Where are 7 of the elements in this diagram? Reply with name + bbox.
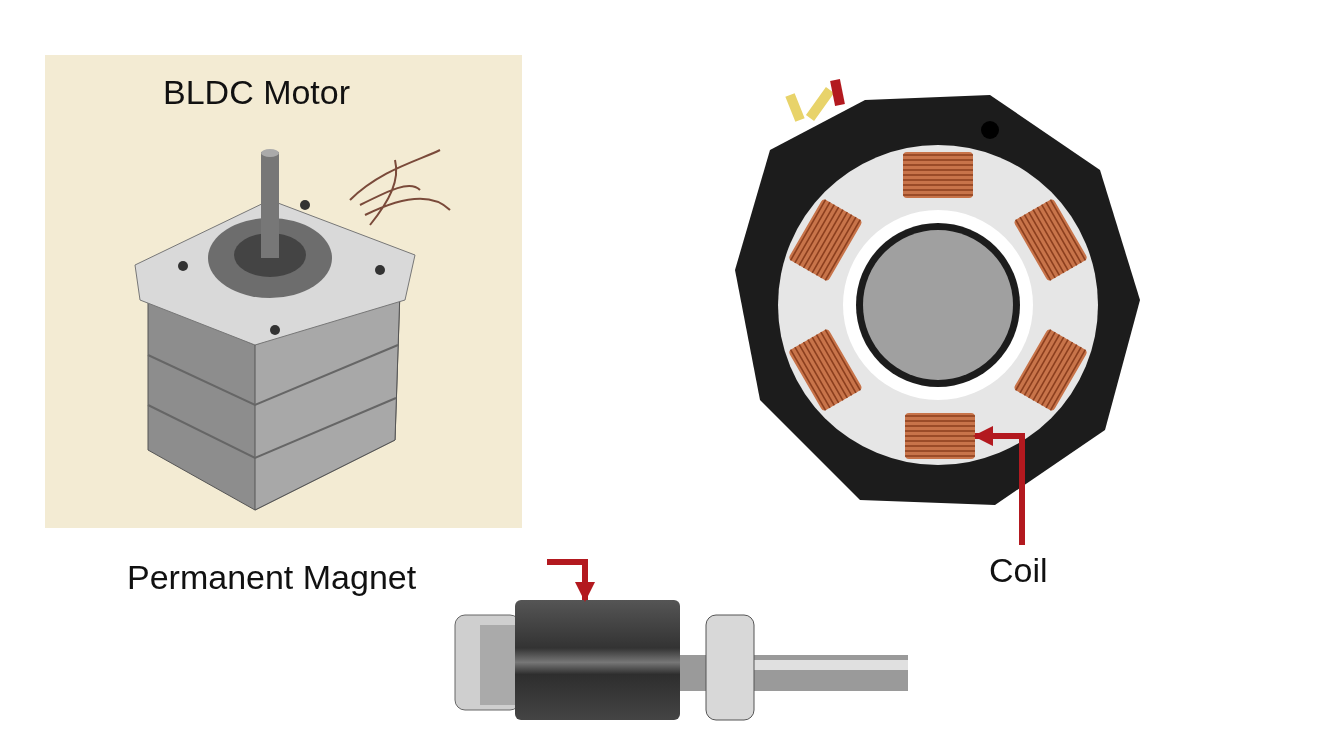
rotor-magnet bbox=[515, 600, 680, 720]
callout-label: Coil bbox=[989, 551, 1048, 590]
panel-title: BLDC Motor bbox=[163, 73, 351, 112]
part-label: Permanent Magnet bbox=[127, 558, 417, 597]
coil-winding bbox=[905, 413, 975, 459]
arrow bbox=[547, 559, 596, 603]
arrow bbox=[972, 425, 1025, 545]
